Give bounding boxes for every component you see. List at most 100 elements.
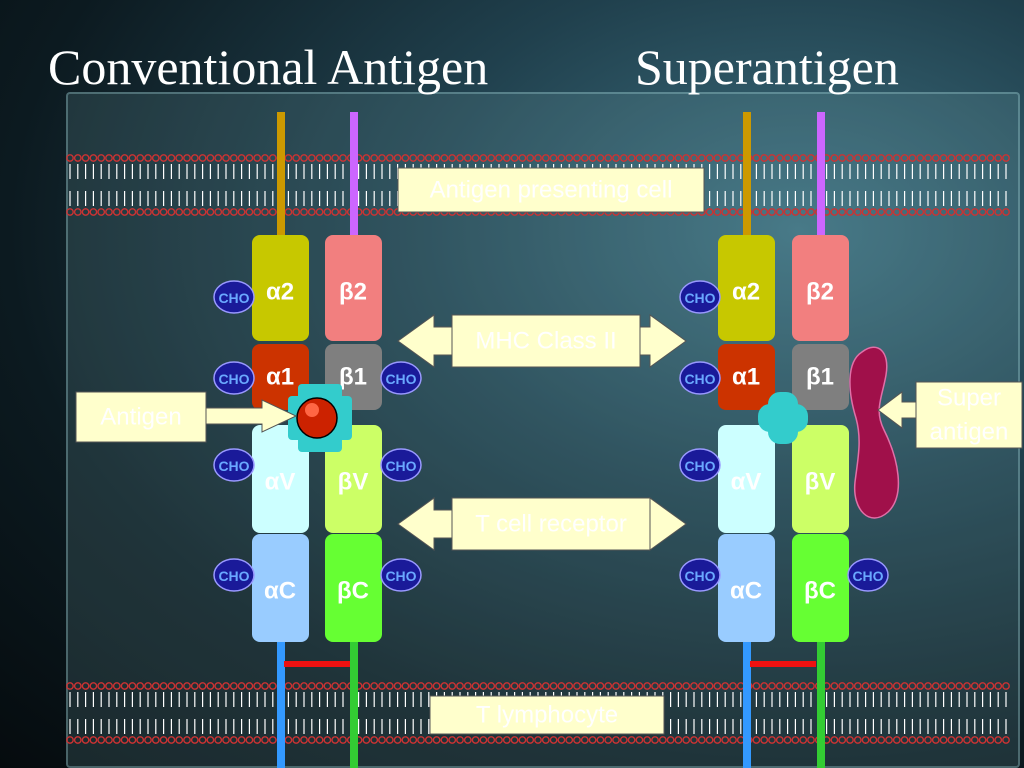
- lipid-head: [768, 736, 776, 744]
- lipid-head: [424, 682, 433, 690]
- lipid-head: [487, 154, 496, 162]
- lipid-head: [588, 682, 597, 690]
- lipid-head: [612, 154, 620, 162]
- lipid-head: [253, 154, 262, 162]
- superantigen-molecule: [849, 346, 900, 519]
- lipid-head: [970, 736, 979, 744]
- lipid-head: [885, 208, 893, 216]
- lipid-head: [869, 682, 878, 690]
- lipid-head: [721, 154, 730, 162]
- lipid-head: [378, 208, 386, 216]
- tethers: [277, 112, 825, 768]
- lipid-head: [729, 682, 737, 690]
- lipid-head: [783, 208, 792, 216]
- lipid-head: [549, 682, 558, 690]
- lipid-head: [994, 154, 1003, 162]
- lipid-head: [159, 682, 168, 690]
- lipid-head: [900, 208, 909, 216]
- binding-elements: [288, 346, 900, 519]
- lipid-head: [144, 208, 152, 216]
- lipid-head: [97, 208, 106, 216]
- lipid-head: [892, 736, 901, 744]
- lipid-head: [799, 154, 808, 162]
- lipid-head: [151, 736, 160, 744]
- lipid-head: [861, 736, 870, 744]
- lipid-head: [947, 736, 956, 744]
- lipid-head: [128, 154, 137, 162]
- lipid-head: [994, 682, 1003, 690]
- lipid-head: [362, 682, 371, 690]
- cho-label: CHO: [684, 371, 715, 387]
- lipid-head: [417, 154, 425, 162]
- lipid-head: [807, 736, 815, 744]
- domain-a2: [252, 235, 309, 341]
- lipid-head: [66, 736, 74, 744]
- lipid-head: [963, 736, 971, 744]
- lipid-head: [986, 154, 995, 162]
- lipid-head: [705, 154, 714, 162]
- lipid-head: [229, 154, 238, 162]
- lipid-head: [378, 682, 386, 690]
- cho-label: CHO: [218, 458, 249, 474]
- lipid-head: [424, 736, 433, 744]
- lipid-head: [448, 682, 457, 690]
- lipid-head: [385, 736, 394, 744]
- lipid-head: [573, 154, 581, 162]
- domain-label-a1: α1: [732, 364, 760, 391]
- lipid-head: [978, 154, 987, 162]
- lipid-head: [651, 736, 659, 744]
- lipid-head: [401, 154, 410, 162]
- lipid-head: [729, 208, 737, 216]
- lipid-head: [924, 682, 932, 690]
- lipid-head: [791, 736, 800, 744]
- lipid-head: [666, 154, 675, 162]
- lipid-head: [471, 154, 480, 162]
- lipid-head: [658, 154, 667, 162]
- lipid-head: [393, 154, 402, 162]
- lipid-head: [760, 682, 769, 690]
- lipid-head: [73, 208, 82, 216]
- lipid-head: [565, 736, 574, 744]
- lipid-head: [292, 208, 301, 216]
- cho-oval: [213, 280, 255, 314]
- lipid-head: [916, 208, 925, 216]
- domain-label-b2: β2: [339, 279, 367, 306]
- lipid-head: [151, 208, 160, 216]
- beta-chain-tether: [817, 112, 825, 238]
- domain-bC: [325, 534, 382, 642]
- mhc-label-text: MHC Class II: [475, 328, 616, 355]
- lipid-head: [658, 682, 667, 690]
- lipid-head: [580, 736, 589, 744]
- domain-a1: [718, 344, 775, 410]
- lipid-head: [682, 736, 691, 744]
- lipid-head: [370, 736, 379, 744]
- disulfide-bond: [284, 661, 350, 667]
- lipid-head: [768, 208, 776, 216]
- lipid-head: [518, 682, 527, 690]
- lipid-head: [261, 208, 269, 216]
- lipid-head: [612, 736, 620, 744]
- cho-label: CHO: [218, 568, 249, 584]
- lipid-head: [97, 154, 106, 162]
- lipid-head: [557, 736, 566, 744]
- lipid-head: [432, 154, 441, 162]
- lipid-head: [1002, 208, 1010, 216]
- lipid-head: [261, 736, 269, 744]
- lipid-head: [151, 682, 160, 690]
- lipid-head: [697, 736, 706, 744]
- lipid-head: [713, 208, 722, 216]
- lipid-head: [682, 154, 691, 162]
- lipid-head: [502, 682, 511, 690]
- lipid-head: [986, 736, 995, 744]
- lipid-head: [300, 682, 308, 690]
- lipid-head: [440, 154, 449, 162]
- lipid-head: [401, 682, 410, 690]
- lipid-head: [66, 154, 74, 162]
- lipid-head: [775, 208, 784, 216]
- lipid-head: [604, 682, 613, 690]
- lipid-head: [721, 736, 730, 744]
- lipid-head: [120, 208, 129, 216]
- lipid-head: [440, 736, 449, 744]
